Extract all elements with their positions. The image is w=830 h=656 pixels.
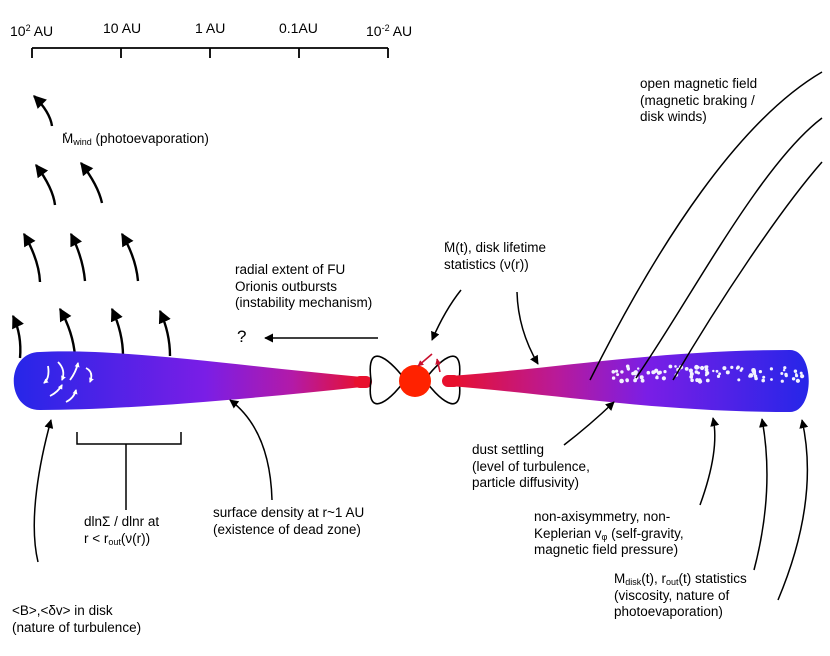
dust-grain [663, 370, 667, 374]
dust-grain [688, 368, 694, 373]
dust-grains [611, 364, 805, 384]
dust-grain [704, 365, 708, 369]
tick-label-0.1au: 0.1AU [279, 20, 318, 36]
central-star [399, 365, 431, 397]
dust-grain [689, 372, 694, 376]
dust-grain [619, 378, 624, 384]
dust-grain [700, 365, 705, 371]
dust-grain [715, 369, 719, 373]
disk-right [450, 350, 809, 412]
dust-grain [795, 374, 799, 378]
tick-label-0.01au: 10-2 AU [366, 23, 413, 39]
dust-grain [705, 378, 710, 383]
dust-grain [752, 371, 757, 376]
accretion-arrows [417, 353, 442, 373]
disk-lifetime-label: M(t), disk lifetime statistics (ν(r)) [444, 230, 546, 273]
annotation-arrows [33, 289, 809, 601]
turbulence-label: <B>,<δv> in disk (nature of turbulence) [12, 603, 142, 635]
dust-grain [725, 370, 730, 375]
dust-grain [627, 368, 630, 371]
dust-grain [754, 376, 758, 381]
dust-grain [694, 364, 699, 370]
dust-grain [611, 376, 616, 380]
disk-right-inner-edge [442, 375, 460, 387]
scale-axis [31, 47, 389, 58]
tick-label-1au: 1 AU [195, 20, 226, 36]
dust-grain [620, 370, 624, 374]
dust-grain [674, 365, 677, 368]
dust-grain [769, 367, 774, 371]
dust-grain [795, 378, 801, 383]
tick-label-10au: 10 AU [103, 20, 142, 36]
dust-grain [615, 369, 619, 373]
dust-grain [737, 378, 741, 382]
dust-grain [770, 378, 773, 381]
dust-grain [637, 367, 640, 370]
surface-density-label: surface density at r~1 AU (existence of … [213, 505, 365, 537]
dust-grain [716, 374, 721, 378]
dust-grain [640, 378, 645, 383]
dust-grain [780, 379, 784, 383]
dust-grain [668, 364, 673, 369]
turbulence-swirls [43, 361, 94, 403]
dust-grain [730, 365, 734, 369]
dust-grain [633, 370, 638, 375]
dust-grain [800, 375, 804, 378]
dust-grain [712, 369, 715, 373]
dust-grain [782, 369, 786, 372]
dust-grain [705, 370, 710, 376]
dust-grain [758, 370, 763, 374]
dust-grain [646, 370, 651, 375]
dust-grain [694, 370, 699, 374]
fu-orionis-label: radial extent of FU Orionis outbursts (i… [235, 262, 373, 310]
question-mark: ? [237, 327, 247, 346]
dust-grain [784, 374, 788, 378]
dust-grain [761, 378, 765, 383]
dust-grain [625, 379, 629, 383]
dust-grain [690, 378, 694, 383]
dust-grain [783, 366, 787, 370]
dust-grain [631, 371, 635, 376]
dust-grain [653, 371, 657, 374]
disk-left [13, 351, 362, 410]
wind-label: Mwind (photoevaporation) [62, 121, 209, 148]
open-field-lines [589, 71, 823, 381]
dust-grain [722, 366, 727, 371]
dust-grain [718, 372, 721, 376]
mdisk-statistics-label: Mdisk(t), rout(t) statistics (viscosity,… [614, 571, 747, 619]
non-axisymmetry-label: non-axisymmetry, non- Keplerian vφ (self… [534, 509, 684, 557]
dust-grain [655, 376, 659, 380]
dust-grain [793, 369, 798, 373]
dust-grain [684, 367, 689, 371]
dust-grain [658, 370, 662, 375]
dust-settling-label: dust settling (level of turbulence, part… [472, 442, 590, 490]
dust-grain [639, 375, 644, 380]
dust-grain [740, 367, 744, 371]
dust-grain [735, 366, 739, 370]
dust-grain [695, 378, 700, 383]
surface-density-slope-label: dlnΣ / dlnr at r < rout(ν(r)) [84, 514, 160, 547]
dust-grain [799, 371, 803, 375]
open-field-label: open magnetic field (magnetic braking / … [640, 76, 758, 124]
radial-bracket [76, 432, 182, 510]
dust-grain [791, 377, 796, 381]
tick-label-100au: 102 AU [10, 23, 54, 39]
disk-left-inner-edge [354, 376, 372, 388]
dust-grain [748, 373, 754, 378]
dust-grain [616, 373, 620, 377]
dust-grain [704, 367, 709, 372]
dust-grain [780, 372, 784, 375]
dust-grain [661, 376, 667, 381]
dust-grain [611, 370, 616, 374]
dust-grain [762, 375, 766, 379]
